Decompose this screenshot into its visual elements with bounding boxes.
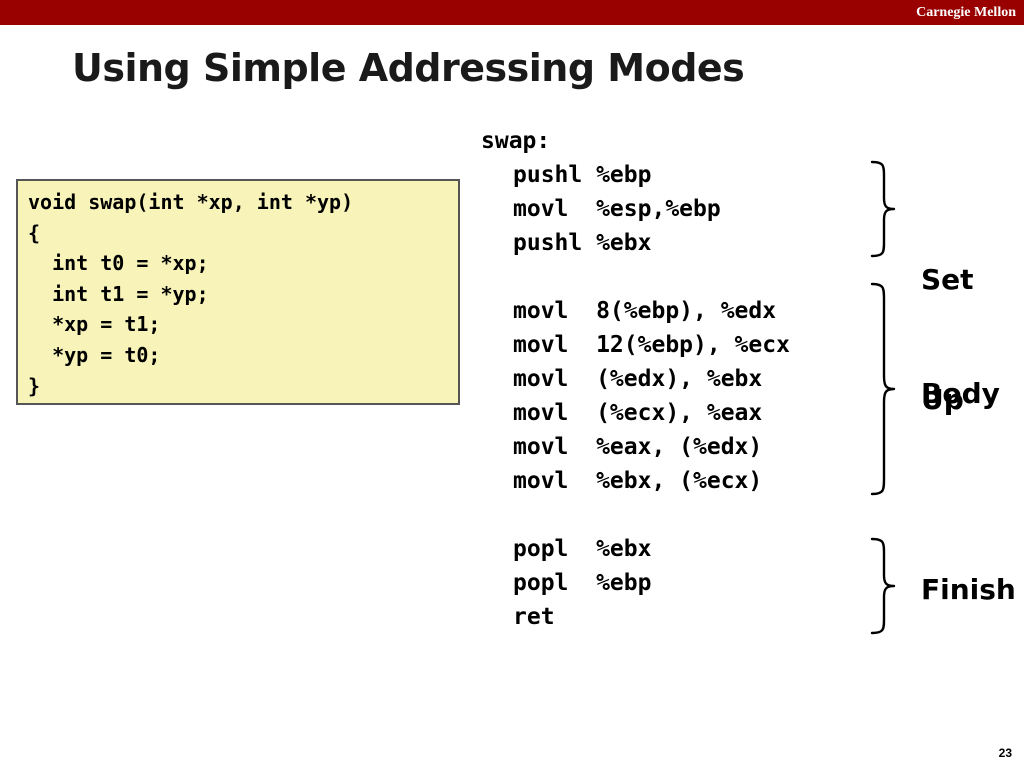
setup-brace-icon [870, 160, 896, 258]
header-bar: Carnegie Mellon [0, 0, 1024, 25]
asm-finish-line: popl %ebx [513, 536, 652, 562]
finish-label: Finish [921, 573, 1016, 606]
c-code-line: { [28, 220, 41, 245]
asm-setup-line: pushl %ebp [513, 162, 652, 188]
asm-setup-line: pushl %ebx [513, 230, 652, 256]
c-code-line: void swap(int *xp, int *yp) [28, 190, 354, 214]
asm-finish-line: ret [513, 604, 555, 630]
c-code-line: *xp = t1; [28, 312, 161, 337]
asm-spacer [481, 260, 790, 294]
set-up-label-line: Set [921, 263, 974, 296]
asm-body-line: movl 8(%ebp), %edx [513, 298, 777, 324]
body-brace-icon [870, 282, 896, 496]
institution-name: Carnegie Mellon [916, 5, 1016, 20]
c-code-line: int t0 = *xp; [28, 251, 209, 276]
c-code-line: int t1 = *yp; [28, 281, 209, 306]
set-up-label: Set Up [921, 180, 974, 460]
asm-body-line: movl %eax, (%edx) [513, 434, 763, 460]
finish-brace-icon [870, 537, 896, 635]
asm-function-label: swap: [481, 128, 551, 154]
asm-spacer [481, 498, 790, 532]
asm-body-line: movl %ebx, (%ecx) [513, 468, 763, 494]
slide-title: Using Simple Addressing Modes [72, 46, 745, 90]
asm-setup-line: movl %esp,%ebp [513, 196, 721, 222]
slide-number: 23 [998, 746, 1012, 760]
body-label: Body [921, 377, 1000, 410]
asm-body-line: movl 12(%ebp), %ecx [513, 332, 790, 358]
asm-body-line: movl (%edx), %ebx [513, 366, 763, 392]
c-code-line: } [28, 373, 41, 398]
set-up-label-line: Up [921, 383, 964, 416]
assembly-listing: swap: pushl %ebp movl %esp,%ebp pushl %e… [481, 124, 790, 634]
asm-body-line: movl (%ecx), %eax [513, 400, 763, 426]
asm-finish-line: popl %ebp [513, 570, 652, 596]
c-code-box: void swap(int *xp, int *yp) { int t0 = *… [16, 179, 460, 405]
c-code-line: *yp = t0; [28, 342, 161, 367]
